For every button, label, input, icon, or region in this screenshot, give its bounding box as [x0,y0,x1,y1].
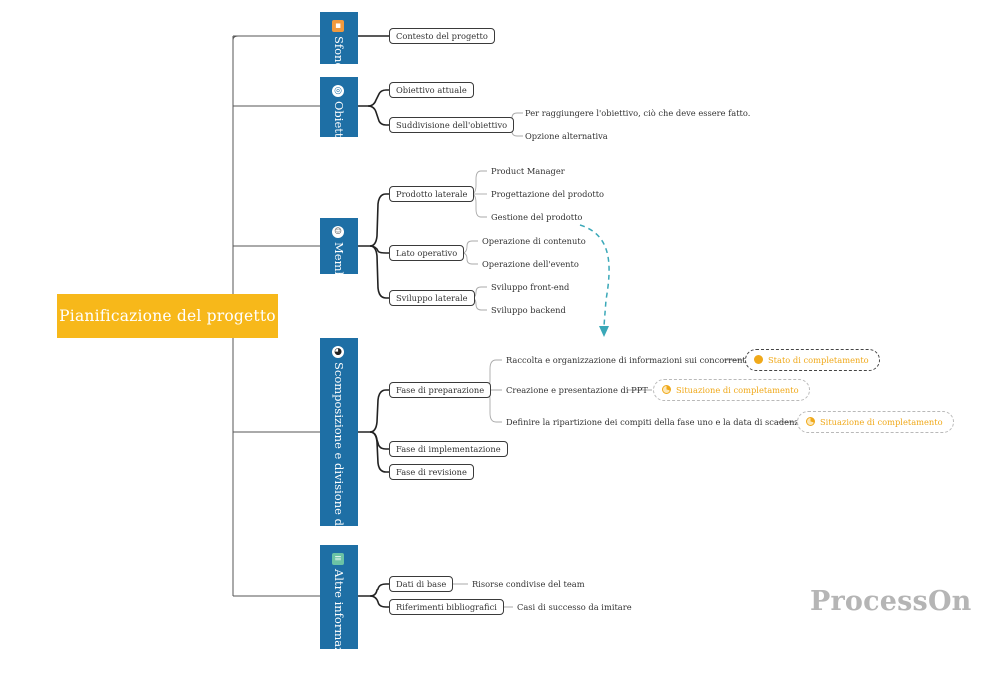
section-label: Altre informazioni [332,569,346,675]
node-sudd-2[interactable]: Opzione alternativa [525,131,608,141]
node-sudd-1[interactable]: Per raggiungere l'obiettivo, ciò che dev… [525,108,751,118]
node-obiettivo-attuale[interactable]: Obiettivo attuale [389,82,474,98]
node-dati-base[interactable]: Dati di base [389,576,454,592]
node-gestione[interactable]: Gestione del prodotto [491,212,583,222]
node-fase-revisione[interactable]: Fase di revisione [389,464,474,480]
pie-chart-icon: ◕ [332,346,344,358]
person-icon: ☺ [332,226,344,238]
node-lato-operativo[interactable]: Lato operativo [389,245,465,261]
section-sfondo[interactable]: ▪ Sfondo [320,12,358,77]
status-situazione-1[interactable]: Situazione di completamento [653,379,810,401]
node-risorse[interactable]: Risorse condivise del team [472,579,585,589]
section-label: Membro [332,242,346,292]
node-fase-preparazione[interactable]: Fase di preparazione [389,382,492,398]
section-label: Sfondo [332,36,346,77]
node-riferimenti[interactable]: Riferimenti bibliografici [389,599,504,615]
orange-square-icon: ▪ [332,20,344,32]
node-fase-implementazione[interactable]: Fase di implementazione [389,441,508,457]
watermark-logo: ProcessOn [810,586,972,617]
section-scomposizione[interactable]: ◕ Scomposizione e divisione del lavoro [320,338,358,576]
document-icon: ≡ [332,553,344,565]
node-op-evento[interactable]: Operazione dell'evento [482,259,579,269]
section-altre-informazioni[interactable]: ≡ Altre informazioni [320,545,358,675]
status-stato-completamento[interactable]: Stato di completamento [745,349,880,371]
status-situazione-2[interactable]: Situazione di completamento [797,411,954,433]
node-sviluppo-laterale[interactable]: Sviluppo laterale [389,290,475,306]
node-definire[interactable]: Definire la ripartizione dei compiti del… [506,417,807,427]
target-icon: ◎ [332,85,344,97]
node-pm[interactable]: Product Manager [491,166,565,176]
node-contesto[interactable]: Contesto del progetto [389,28,495,44]
status-label: Situazione di completamento [820,417,943,427]
root-topic[interactable]: Pianificazione del progetto [57,294,278,338]
progress-pie-icon [662,385,671,394]
node-casi[interactable]: Casi di successo da imitare [517,602,632,612]
node-op-contenuto[interactable]: Operazione di contenuto [482,236,586,246]
status-label: Stato di completamento [768,355,869,365]
section-membro[interactable]: ☺ Membro [320,218,358,291]
node-prodotto-laterale[interactable]: Prodotto laterale [389,186,475,202]
node-backend[interactable]: Sviluppo backend [491,305,566,315]
check-circle-icon [754,355,763,364]
progress-pie-icon [806,417,815,426]
node-raccolta[interactable]: Raccolta e organizzazione di informazion… [506,355,749,365]
node-progettazione[interactable]: Progettazione del prodotto [491,189,605,199]
status-label: Situazione di completamento [676,385,799,395]
section-obiettivo[interactable]: ◎ Obiettivo [320,77,358,155]
section-label: Obiettivo [332,101,346,155]
node-creazione[interactable]: Creazione e presentazione di PPT [506,385,648,395]
node-suddivisione[interactable]: Suddivisione dell'obiettivo [389,117,515,133]
node-frontend[interactable]: Sviluppo front-end [491,282,570,292]
